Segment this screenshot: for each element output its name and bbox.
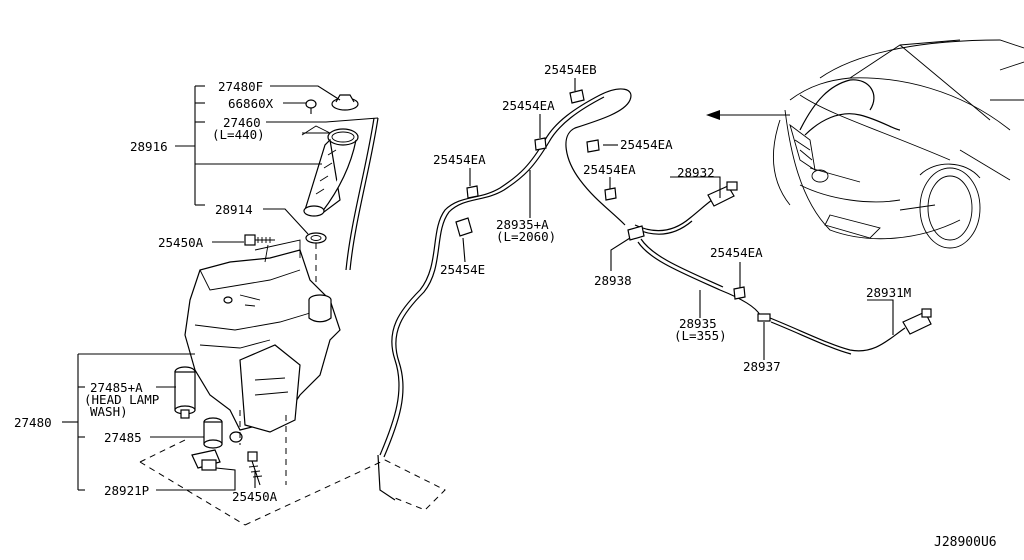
label-28935a: 28935+A [496, 217, 549, 232]
label-28937: 28937 [743, 359, 781, 374]
label-27460: 27460 [223, 115, 261, 130]
clip-25454ea-5 [733, 286, 746, 300]
label-25454ea-2: 25454EA [620, 137, 673, 152]
hose-28935 [637, 238, 761, 316]
label-28914: 28914 [215, 202, 253, 217]
label-27460-length: (L=440) [212, 127, 265, 142]
label-28931m: 28931M [866, 285, 911, 300]
washer-tank [184, 239, 341, 433]
clip-25454ea-2 [586, 139, 600, 153]
label-27480f: 27480F [218, 79, 263, 94]
label-27485a: 27485+A [90, 380, 143, 395]
hose-28932 [634, 181, 738, 235]
joint-28937 [757, 313, 771, 322]
label-27485a-note1: (HEAD LAMP [84, 392, 159, 407]
label-28938: 28938 [594, 273, 632, 288]
label-27485a-note2: WASH) [90, 404, 128, 419]
label-25454e: 25454E [440, 262, 485, 277]
clip-25454ea-3 [466, 185, 479, 199]
label-25454ea-4: 25454EA [583, 162, 636, 177]
direction-arrow [706, 110, 790, 120]
label-25450a-bottom: 25450A [232, 489, 278, 504]
label-28916: 28916 [130, 139, 168, 154]
vehicle-outline-illustration [772, 39, 1024, 249]
label-25454ea-3: 25454EA [433, 152, 486, 167]
joint-28938 [627, 225, 645, 241]
clip-25454ea-1 [534, 137, 547, 151]
bolt-25450a-top [244, 234, 275, 246]
part-labels: 27480F 66860X 27460 (L=440) 28916 28914 … [14, 62, 997, 550]
pump-27485a [174, 366, 196, 419]
mounting-dashed-outline [139, 410, 446, 526]
label-28935-length: (L=355) [674, 328, 727, 343]
label-28935: 28935 [679, 316, 717, 331]
label-25454ea-5: 25454EA [710, 245, 763, 260]
filler-neck-assembly [301, 94, 379, 295]
label-27480: 27480 [14, 415, 52, 430]
label-28935a-length: (L=2060) [496, 229, 556, 244]
label-28932: 28932 [677, 165, 715, 180]
hose-28935a [377, 88, 632, 501]
diagram-code: J28900U6 [934, 535, 997, 550]
hose-28931m [769, 308, 932, 355]
clip-25454eb [569, 89, 585, 104]
label-28921p: 28921P [104, 483, 149, 498]
label-66860x: 66860X [228, 96, 274, 111]
leader-lines [62, 78, 894, 491]
clip-25454e [455, 217, 473, 237]
pump-27485 [203, 417, 243, 449]
connector-28921p [191, 449, 221, 471]
clip-25454ea-4 [604, 187, 617, 201]
label-25450a-top: 25450A [158, 235, 204, 250]
label-25454ea-1: 25454EA [502, 98, 555, 113]
label-27485: 27485 [104, 430, 142, 445]
label-25454eb: 25454EB [544, 62, 597, 77]
